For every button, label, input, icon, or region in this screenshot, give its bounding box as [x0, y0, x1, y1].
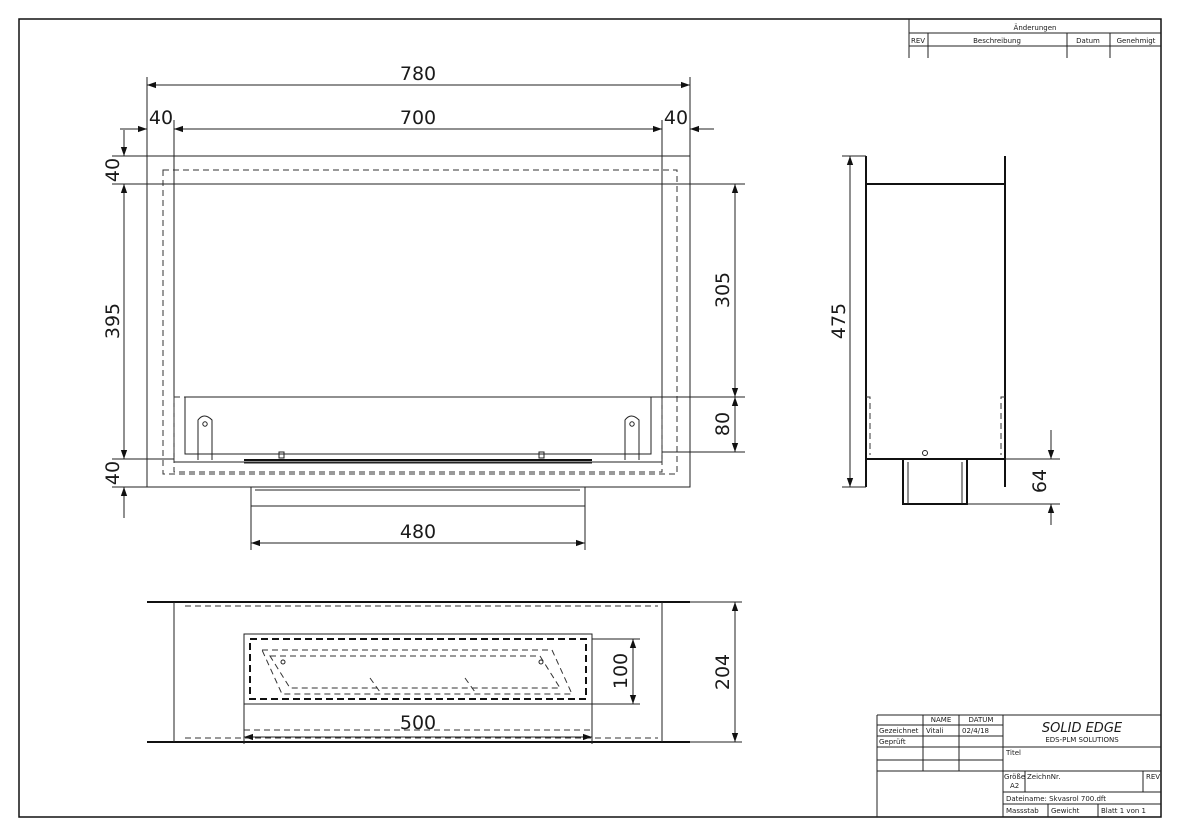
dim-top-margin: 40	[102, 158, 124, 182]
dim-top-depth: 204	[712, 654, 734, 690]
sheet-border	[18, 18, 1162, 818]
top-burner-outer	[243, 633, 593, 705]
front-view: 780 700 40 40 40 395 40 305 80 480	[102, 63, 745, 550]
revision-col-description: Beschreibung	[973, 37, 1021, 45]
dim-burner-depth: 100	[610, 653, 632, 689]
side-view: 475 64	[828, 155, 1060, 525]
front-dashed-inner	[162, 169, 678, 475]
dim-bottom-margin: 40	[102, 461, 124, 485]
title-block: NAME DATUM Gezeichnet Vitali 02/4/18 Gep…	[876, 714, 1161, 817]
front-lug-right	[624, 415, 640, 460]
tb-logo: SOLID EDGE	[1042, 721, 1123, 736]
dim-right-margin: 40	[664, 107, 688, 129]
tb-sheet-label: Blatt 1 von 1	[1101, 807, 1146, 815]
dim-left-margin: 40	[149, 107, 173, 129]
front-outer-frame	[146, 155, 691, 488]
tb-row-checked: Geprüft	[879, 738, 906, 746]
tb-logo-sub: EDS-PLM SOLUTIONS	[1045, 736, 1119, 744]
dim-side-height: 475	[828, 303, 850, 339]
dim-inner-width: 700	[400, 107, 436, 129]
revision-col-approved: Genehmigt	[1117, 37, 1156, 45]
top-burner-inner-dashed	[249, 638, 587, 700]
tb-file-name: Dateiname: Skvasrol 700.dft	[1006, 795, 1106, 803]
front-lug-left	[197, 415, 213, 460]
tb-size-value: A2	[1010, 782, 1019, 790]
tb-size-label: Größe	[1004, 773, 1025, 781]
revision-title: Änderungen	[1014, 23, 1057, 32]
tb-scale-label: Massstab	[1006, 807, 1039, 815]
dim-burner-width: 500	[400, 712, 436, 734]
tb-col-date: DATUM	[969, 716, 994, 724]
revision-col-date: Datum	[1076, 37, 1100, 45]
tb-rev-label: REV	[1146, 773, 1160, 781]
dim-front-height: 395	[102, 303, 124, 339]
tb-title-label: Titel	[1005, 749, 1021, 757]
front-burner-panel	[184, 396, 652, 455]
revision-col-rev: REV	[911, 37, 925, 45]
tb-row-drawn: Gezeichnet	[879, 727, 919, 735]
tb-drawn-name: Vitali	[926, 727, 944, 735]
dim-upper-height: 305	[712, 272, 734, 308]
front-glass-opening	[173, 183, 663, 463]
dim-foot-height: 64	[1029, 469, 1051, 493]
tb-weight-label: Gewicht	[1051, 807, 1080, 815]
side-base	[902, 458, 968, 505]
dim-overall-width: 780	[400, 63, 436, 85]
dim-base-width: 480	[400, 521, 436, 543]
tb-col-name: NAME	[931, 716, 952, 724]
tb-drawn-date: 02/4/18	[962, 727, 989, 735]
revision-block: Änderungen REV Beschreibung Datum Genehm…	[908, 19, 1161, 58]
tb-drawing-no-label: ZeichnNr.	[1027, 773, 1060, 781]
dim-burner-height: 80	[712, 412, 734, 436]
top-view: 204 100 500	[147, 601, 742, 744]
